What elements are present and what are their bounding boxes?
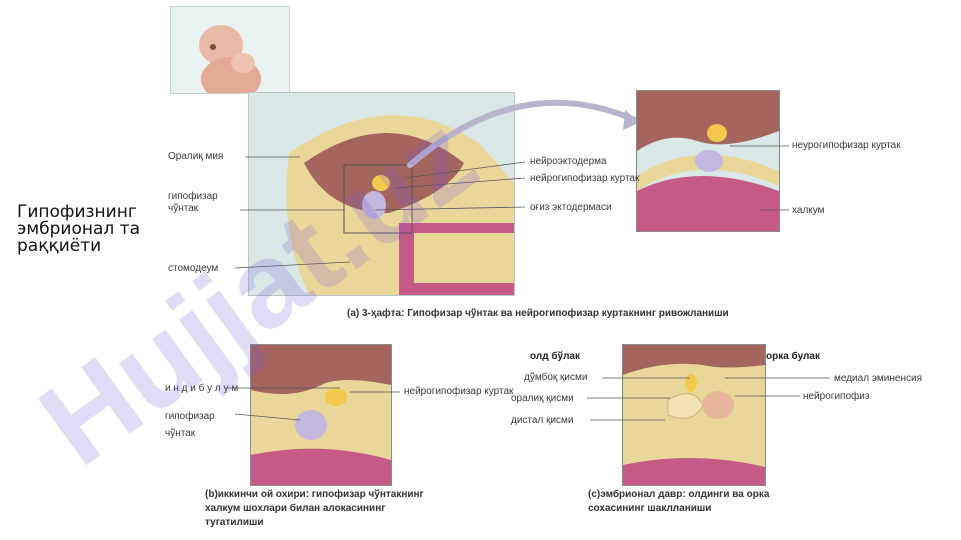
panel-b-drawing <box>251 345 391 485</box>
label-old-bolak: олд бўлак <box>530 351 580 362</box>
label-ogiz-ektodermasi: оғиз эктодермаси <box>530 202 612 213</box>
label-distal-qismi: дистал қисми <box>511 415 574 426</box>
caption-panel-a: (а) 3-ҳафта: Гипофизар чўнтак ва нейроги… <box>347 308 729 319</box>
embryo-thumbnail <box>170 6 290 94</box>
label-infundibulum: и н д и б у л у м <box>165 383 239 394</box>
label-orka-bulak: орка булак <box>766 351 820 362</box>
label-oraliq-qismi: оралиқ қисми <box>511 393 574 404</box>
label-dumboq-qismi: дўмбоқ қисми <box>524 372 588 383</box>
label-oraliq-miya: Оралиқ мия <box>168 151 224 162</box>
embryo-thumbnail-drawing <box>199 25 261 93</box>
label-neyroektoderma: нейроэктодерма <box>530 156 607 167</box>
slide-title: Гипофизнинг эмбрионал тараққиёти <box>17 202 141 256</box>
caption-panel-c: (с)эмбрионал давр: олдинги ва орка сохас… <box>588 489 770 514</box>
panel-c-section <box>622 344 766 486</box>
panel-a-drawing <box>286 115 514 295</box>
label-gipofizar-chontak-b: гипофизар чўнтак <box>165 411 215 439</box>
label-gipofizar-chontak-a: гипофизар чўнтак <box>168 191 218 214</box>
label-medial-eminensiya: медиал эминенсия <box>834 373 922 384</box>
label-stomodeum: стомодеум <box>168 263 219 274</box>
panel-c-drawing <box>623 345 765 485</box>
label-neyrogipofiz: нейрогипофиз <box>803 391 870 402</box>
label-neyrogipofizar-kurtak-b: нейрогипофизар куртак <box>404 386 514 397</box>
panel-b-section <box>250 344 392 486</box>
caption-panel-b: (b)иккинчи ой охири: гипофизар чўнтакнин… <box>205 489 424 528</box>
label-neyrogipofizar-kurtak-a: нейрогипофизар куртак <box>530 173 640 184</box>
label-neurogipofizar-kurtak-inset: неурогипофизар куртак <box>792 140 901 151</box>
panel-a-inset <box>636 90 780 232</box>
label-halqum: халкум <box>792 205 825 216</box>
panel-a-section <box>248 92 515 296</box>
panel-a-inset-drawing <box>637 91 779 231</box>
